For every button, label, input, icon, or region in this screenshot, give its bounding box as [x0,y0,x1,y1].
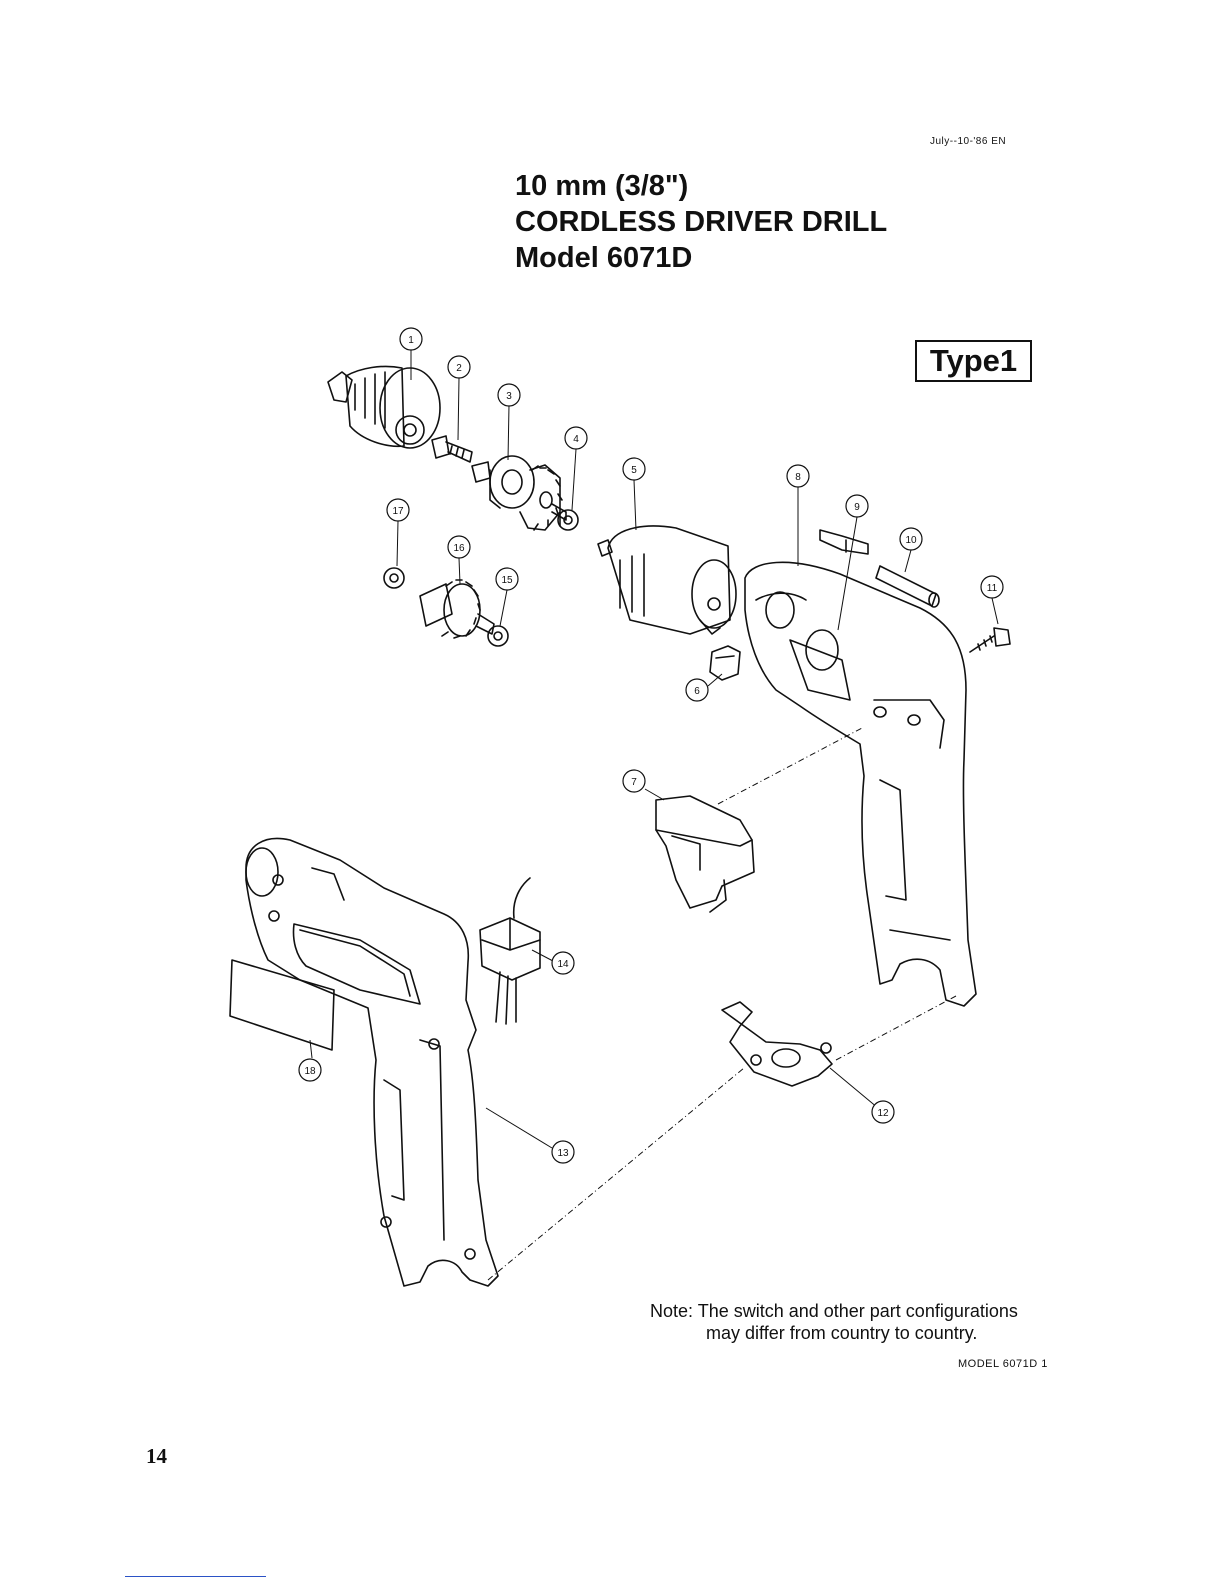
bushing-part-4 [558,510,578,530]
switch-part [656,796,754,912]
gear-part-16 [420,580,494,638]
callout-label-12: 12 [877,1108,889,1119]
callout-label-4: 4 [573,434,579,445]
callout-label-1: 1 [408,335,414,346]
callout-label-14: 14 [557,959,569,970]
callout-label-18: 18 [304,1066,316,1077]
callout-label-15: 15 [501,575,513,586]
model-code: MODEL 6071D 1 [958,1358,1048,1370]
callout-label-8: 8 [795,472,801,483]
callout-label-17: 17 [392,506,404,517]
callout-label-3: 3 [506,391,512,402]
bushing-part-15 [488,626,508,646]
callout-label-13: 13 [557,1148,569,1159]
chuck-part [328,366,440,448]
callout-label-11: 11 [987,583,998,594]
housing-left-part [246,838,498,1286]
page-number: 14 [146,1444,167,1469]
callout-label-6: 6 [694,686,700,697]
note-line-1: Note: The switch and other part configur… [650,1300,1018,1322]
pin-part [876,566,939,607]
callout-label-2: 2 [456,363,462,374]
callout-label-16: 16 [453,543,465,554]
terminal-part [820,530,868,554]
scan-artifact-line [125,1576,266,1577]
bushing-part-17 [384,568,404,588]
clip-part [710,646,740,680]
note-line-2: may differ from country to country. [650,1322,1018,1344]
housing-set-part [745,562,976,1006]
name-plate-part [230,960,334,1050]
callout-label-7: 7 [631,777,637,788]
switch-module-part [480,878,540,1024]
callout-label-5: 5 [631,465,637,476]
callout-label-9: 9 [854,502,860,513]
terminal-plate-part [722,1002,832,1086]
callout-label-10: 10 [905,535,917,546]
chuck-screw-part [432,436,472,462]
spindle-gear-part [472,456,566,530]
screw-part-11 [970,628,1010,652]
configuration-note: Note: The switch and other part configur… [650,1300,1018,1344]
motor-part [598,526,736,634]
